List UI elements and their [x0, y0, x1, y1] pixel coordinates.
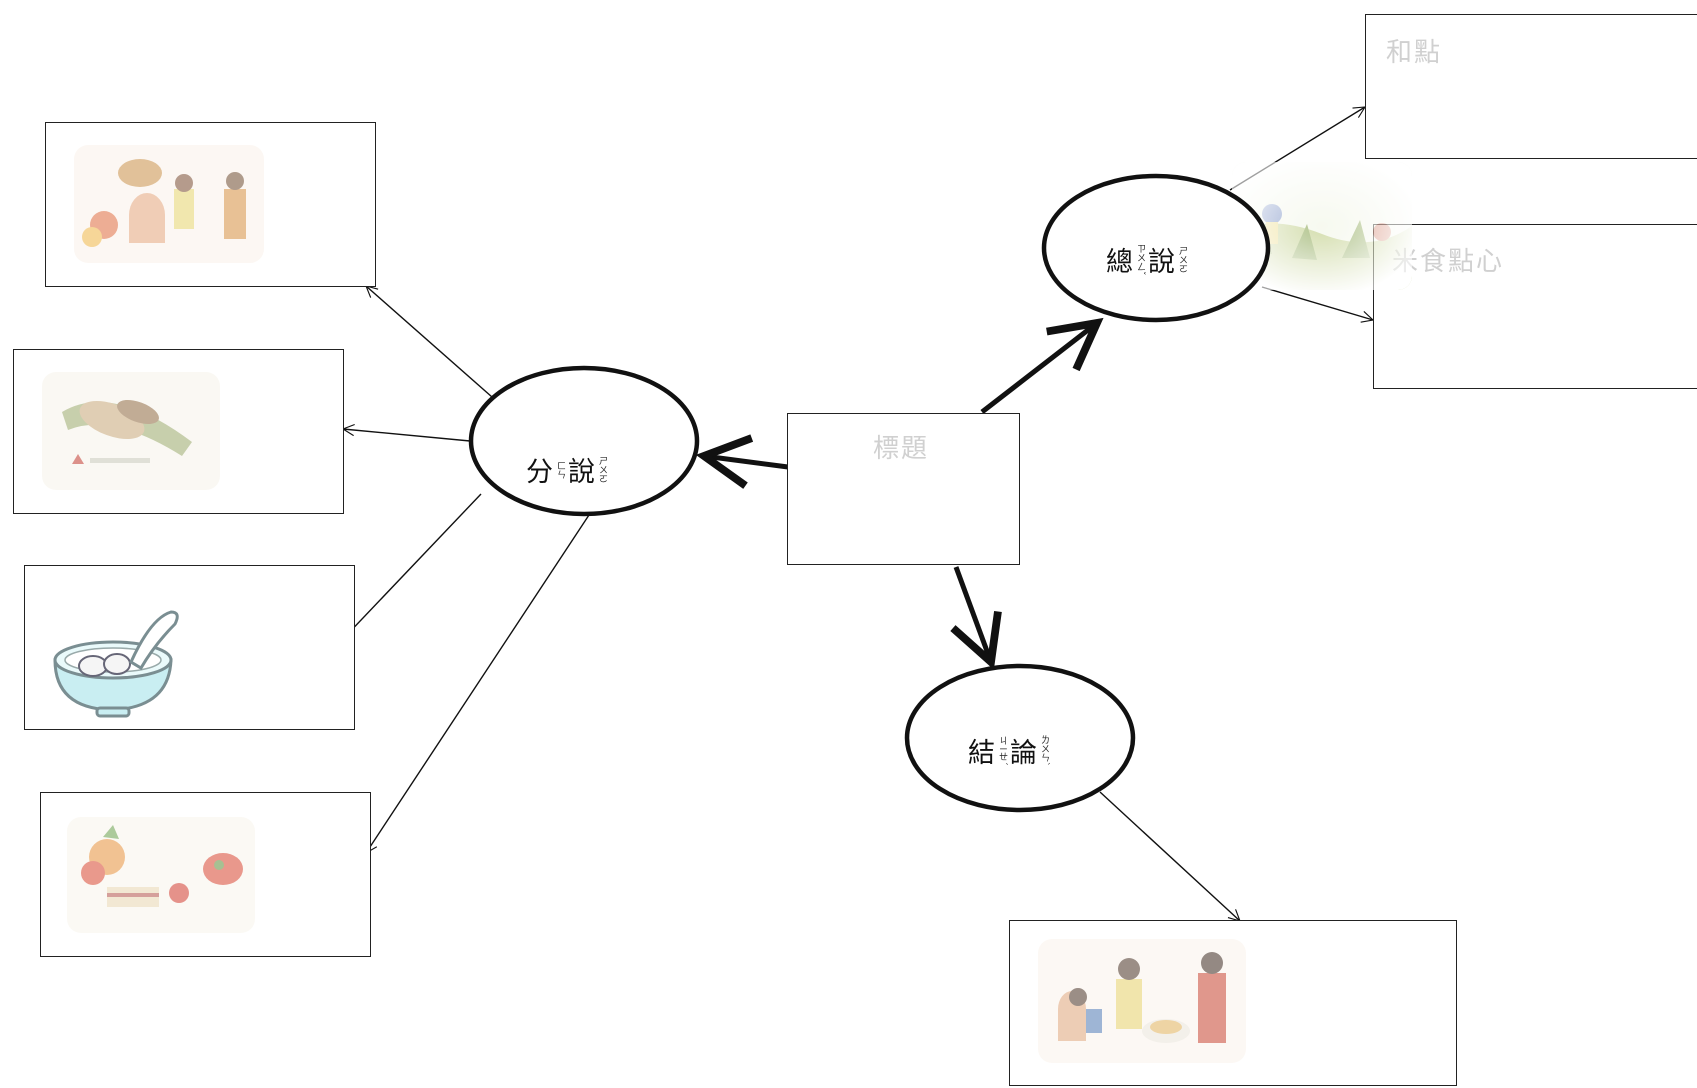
- fruit-dessert-illustration: [67, 817, 255, 933]
- general-box-1-text: 和點: [1386, 38, 1443, 68]
- general-box-1: 和點: [1365, 14, 1697, 159]
- conclusion-bopomofo-1: ㄐㄧㄝˊ: [997, 735, 1007, 766]
- general-node-label: 總 ㄗㄨㄥˇ 說 ㄕㄨㄛ: [1106, 240, 1190, 279]
- detail-node-label: 分 ㄈㄣ 說 ㄕㄨㄛ: [526, 450, 610, 489]
- soup-bowl-icon: [53, 610, 179, 718]
- detail-char-2: 說: [568, 457, 595, 488]
- rice-dumpling-illustration: [42, 372, 220, 490]
- title-text: 標題: [873, 434, 930, 464]
- conclusion-to-box-arrow: [1099, 791, 1241, 922]
- general-box-2: 米食點心: [1373, 224, 1697, 389]
- general-bopomofo-1: ㄗㄨㄥˇ: [1135, 243, 1145, 276]
- general-char-1: 總: [1106, 247, 1133, 278]
- conclusion-char-2: 論: [1010, 738, 1037, 769]
- detail-to-box3-arrow: [342, 493, 482, 640]
- title-to-detail-arrow: [695, 434, 789, 489]
- detail-to-box2-arrow: [341, 423, 471, 442]
- detail-to-box1-arrow: [365, 285, 493, 398]
- title-to-general-arrow: [980, 317, 1104, 414]
- detail-bopomofo-2: ㄕㄨㄛ: [597, 456, 607, 483]
- title-box: 標題: [787, 413, 1020, 565]
- detail-char-1: 分: [526, 457, 553, 488]
- conclusion-char-1: 結: [968, 738, 995, 769]
- title-to-conclusion-arrow: [950, 566, 1002, 670]
- family-meal-illustration: [74, 145, 264, 263]
- general-char-2: 說: [1148, 247, 1175, 278]
- detail-box-1: [45, 122, 376, 287]
- conclusion-bopomofo-2: ㄌㄨㄣˋ: [1039, 734, 1049, 767]
- rice-field-illustration: [1232, 162, 1412, 290]
- conclusion-node-label: 結 ㄐㄧㄝˊ 論 ㄌㄨㄣˋ: [968, 731, 1052, 770]
- family-dinner-illustration: [1038, 939, 1246, 1063]
- conclusion-box: [1009, 920, 1457, 1086]
- general-bopomofo-2: ㄕㄨㄛ: [1177, 246, 1187, 273]
- general-to-box2-arrow: [1261, 286, 1375, 323]
- detail-box-3: [24, 565, 355, 730]
- detail-bopomofo-1: ㄈㄣ: [555, 460, 565, 479]
- detail-to-box4-arrow: [365, 514, 590, 855]
- detail-box-2: [13, 349, 344, 514]
- detail-box-4: [40, 792, 371, 957]
